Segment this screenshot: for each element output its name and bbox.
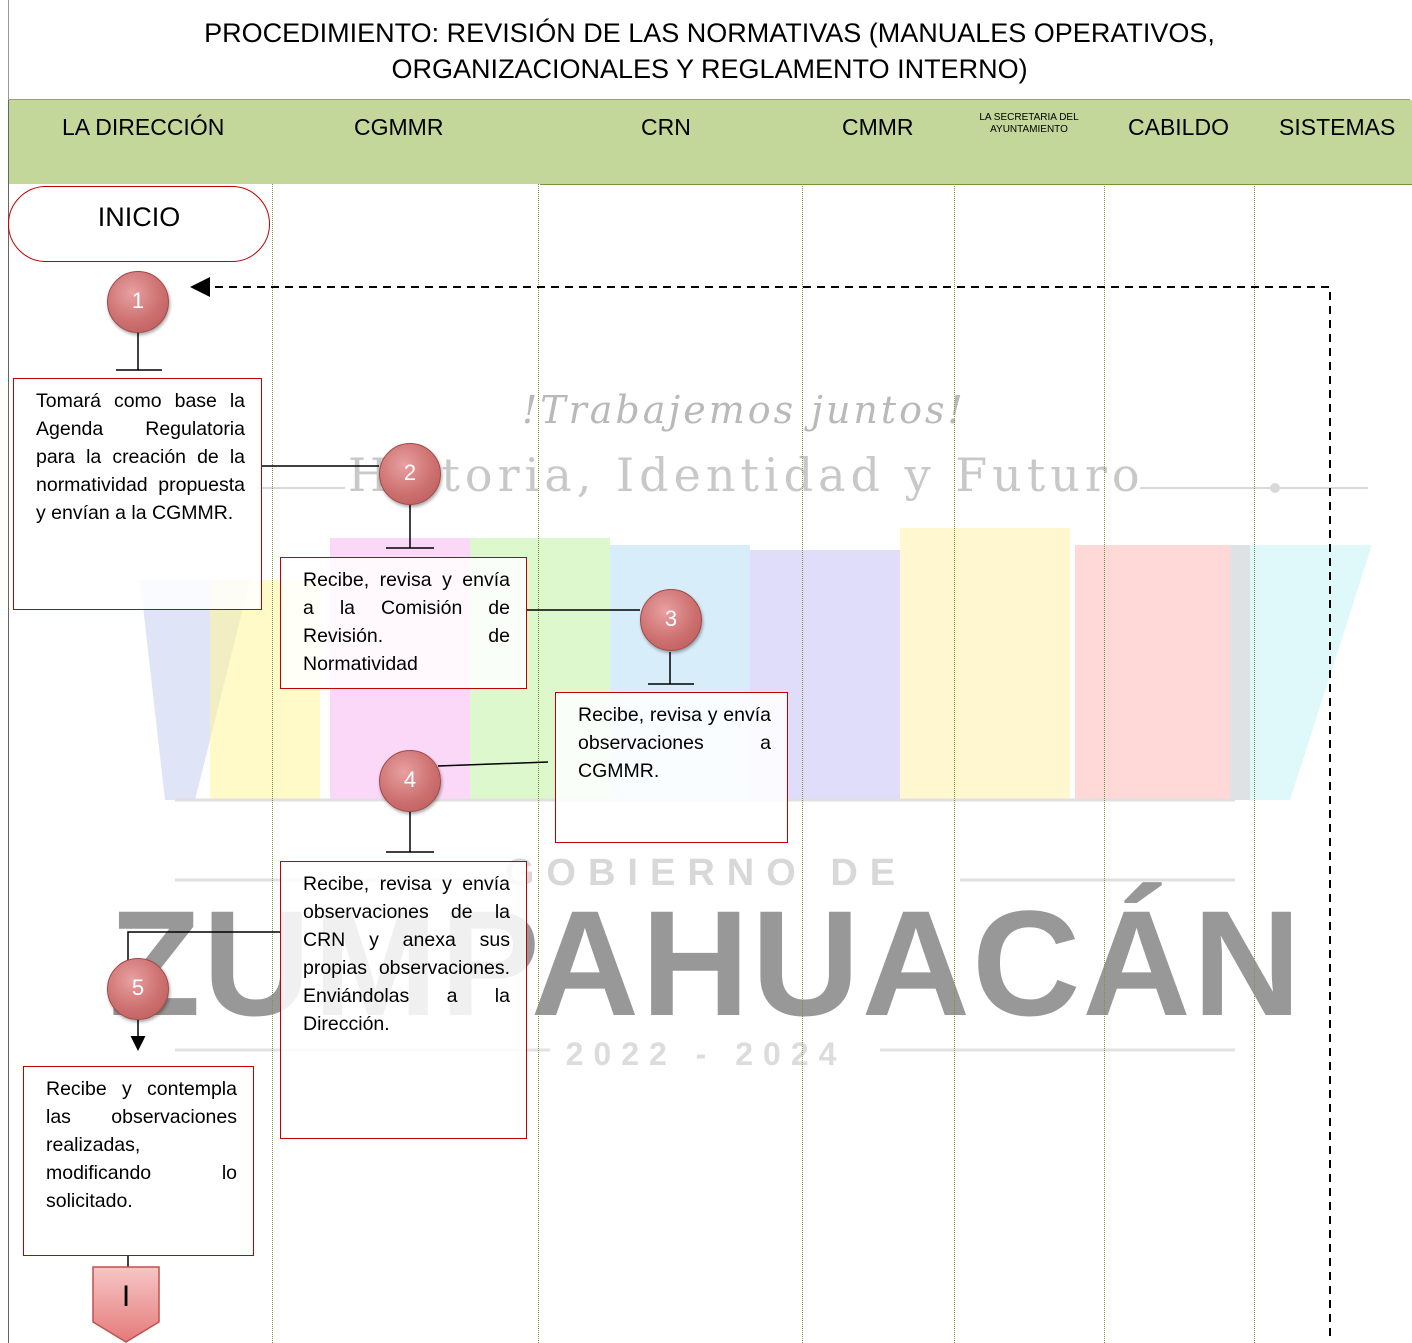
process-box-4: Recibe, revisa y envía observaciones de … (280, 861, 527, 1139)
start-terminator: INICIO (8, 186, 270, 262)
lane-label-crn: CRN (641, 114, 691, 140)
lane-label-cmmr: CMMR (842, 114, 914, 140)
step-node-3: 3 (640, 589, 702, 651)
title-line-2: ORGANIZACIONALES Y REGLAMENTO INTERNO) (391, 54, 1028, 84)
lane-separator (538, 184, 539, 1343)
step-node-2: 2 (379, 443, 441, 505)
lane-separator (1254, 184, 1255, 1343)
watermark-slogan: !Trabajemos juntos! (522, 388, 966, 432)
process-box-5: Recibe y contempla las observaciones rea… (23, 1066, 254, 1256)
watermark-panel-cyan (1230, 545, 1372, 800)
lane-label-cgmmr: CGMMR (354, 114, 444, 140)
lane-separator (272, 184, 273, 1343)
lane-separator (1104, 184, 1105, 1343)
process-box-3: Recibe, revisa y envía observaciones a C… (555, 692, 788, 843)
lane-label-secretaria: LA SECRETARIA DEL AYUNTAMIENTO (979, 112, 1079, 135)
lane-underline (540, 184, 1412, 185)
lane-separator (802, 184, 803, 1343)
watermark-panel-gold (900, 528, 1070, 800)
title-line-1: PROCEDIMIENTO: REVISIÓN DE LAS NORMATIVA… (204, 18, 1215, 48)
lane-label-cabildo: CABILDO (1128, 114, 1229, 140)
lane-label-sistemas: SISTEMAS (1279, 114, 1396, 140)
process-box-1: Tomará como base la Agenda Regulatoria p… (13, 378, 262, 610)
step-node-5: 5 (107, 958, 169, 1020)
watermark-tagline: Historia, Identidad y Futuro (348, 448, 1145, 502)
lane-separator (954, 184, 955, 1343)
left-border (8, 100, 9, 1343)
lane-label-direccion: LA DIRECCIÓN (62, 114, 225, 140)
step-node-4: 4 (379, 750, 441, 812)
page-title: PROCEDIMIENTO: REVISIÓN DE LAS NORMATIVA… (8, 0, 1410, 100)
offpage-connector-label: I (121, 1280, 131, 1313)
lane-header-band (8, 100, 1412, 184)
step-node-1: 1 (107, 271, 169, 333)
process-box-2: Recibe, revisa y envía a la Comisión de … (280, 557, 527, 689)
offpage-connector (92, 1266, 160, 1343)
watermark-years: 2022 - 2024 (565, 1036, 847, 1072)
watermark-gobierno: GOBIERNO DE (504, 852, 908, 894)
